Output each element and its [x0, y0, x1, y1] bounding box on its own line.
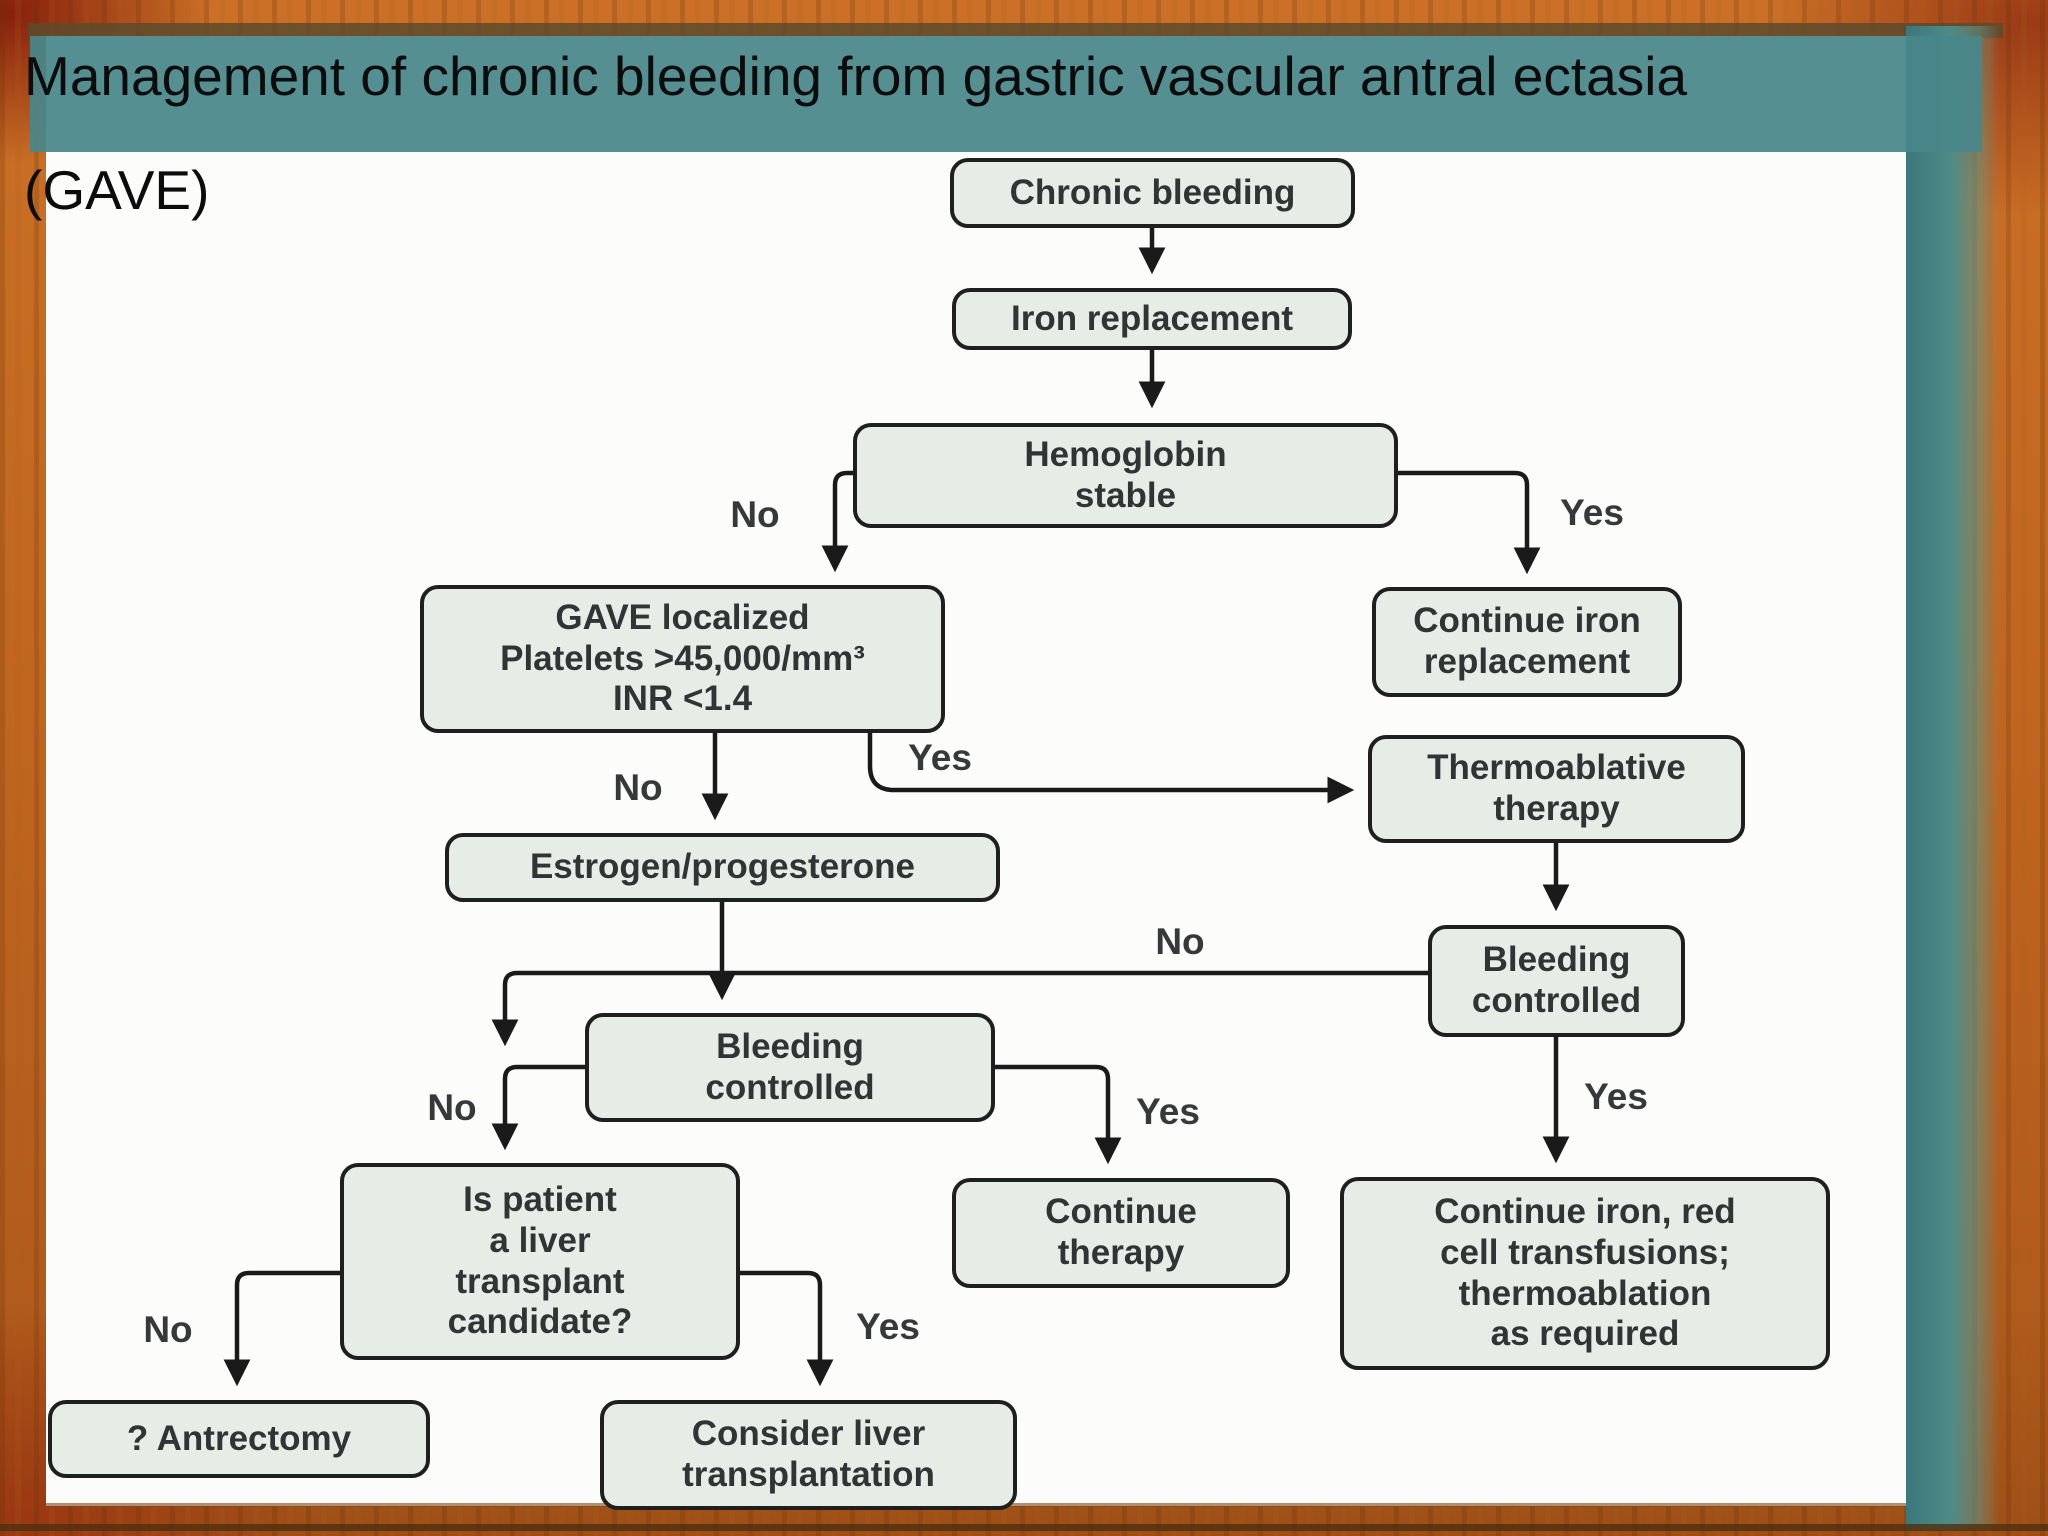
frame-bottom-line	[0, 1524, 2048, 1531]
edge-bleeding-center-yes-to-continue-therapy	[995, 1064, 1122, 1165]
edge-is-patient-no-to-antrectomy	[223, 1270, 340, 1387]
title-highlight-band	[30, 36, 1982, 152]
edge-label-no-hemoglobin: No	[730, 494, 780, 535]
node-hemoglobin-stable: Hemoglobin stable	[853, 423, 1398, 528]
edge-label-yes-hemoglobin: Yes	[1560, 492, 1624, 533]
frame-right-teal-band	[1906, 26, 2000, 1530]
edge-label-yes-center: Yes	[1136, 1091, 1200, 1132]
node-gave-localized: GAVE localized Platelets >45,000/mm³ INR…	[420, 585, 945, 733]
node-continue-iron-red-cell: Continue iron, red cell transfusions; th…	[1340, 1177, 1830, 1370]
frame-top-stripe	[28, 23, 2003, 38]
edge-label-no-gave: No	[613, 767, 663, 808]
page-title-acronym: (GAVE)	[24, 159, 210, 221]
node-bleeding-controlled-center: Bleeding controlled	[585, 1013, 995, 1122]
node-consider-liver-transplantation: Consider liver transplantation	[600, 1400, 1017, 1510]
edge-bleeding-center-no-to-is-patient	[491, 1064, 585, 1151]
node-continue-iron-replacement: Continue iron replacement	[1372, 587, 1682, 697]
node-thermoablative-therapy: Thermoablative therapy	[1368, 735, 1745, 843]
edge-label-yes-gave: Yes	[908, 737, 972, 778]
node-continue-therapy: Continue therapy	[952, 1178, 1290, 1288]
edge-hemoglobin-yes-to-continue-iron	[1397, 470, 1541, 575]
node-bleeding-controlled-right: Bleeding controlled	[1428, 925, 1685, 1037]
node-estrogen-progesterone: Estrogen/progesterone	[445, 833, 1000, 902]
edge-gave-yes-to-thermoablative	[867, 733, 1355, 804]
edge-bleeding-right-no-long	[491, 970, 1428, 1047]
node-antrectomy: ? Antrectomy	[48, 1400, 430, 1478]
edge-label-no-long: No	[1155, 921, 1205, 962]
node-is-patient-liver-transplant: Is patient a liver transplant candidate?	[340, 1163, 740, 1360]
edge-label-yes-right: Yes	[1584, 1076, 1648, 1117]
edge-hemoglobin-no-to-gave	[821, 470, 853, 573]
edge-is-patient-yes-to-consider-liver	[740, 1270, 834, 1387]
edge-label-no-is-patient: No	[143, 1309, 193, 1350]
node-iron-replacement: Iron replacement	[952, 288, 1352, 350]
edge-label-yes-is-patient: Yes	[856, 1306, 920, 1347]
node-chronic-bleeding: Chronic bleeding	[950, 158, 1355, 228]
page-title: Management of chronic bleeding from gast…	[24, 45, 1688, 107]
edge-label-no-center: No	[427, 1087, 477, 1128]
